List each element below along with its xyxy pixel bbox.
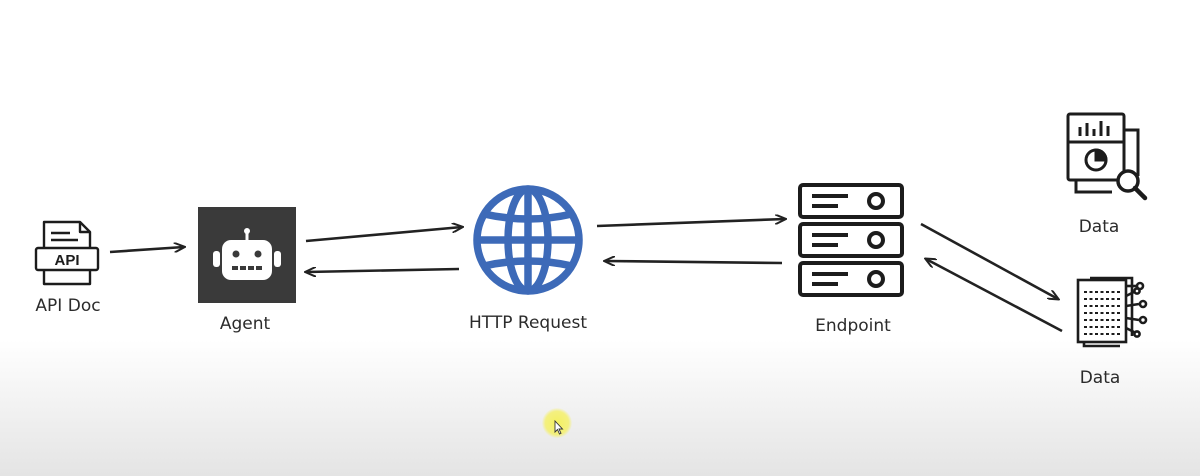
data-table-label: Data — [1079, 368, 1121, 388]
robot-icon — [198, 207, 296, 303]
arrow-http-to-agent — [306, 269, 460, 272]
mouse-cursor-highlight — [542, 408, 572, 438]
endpoint-label: Endpoint — [815, 316, 891, 336]
data-table-document-icon — [1076, 276, 1148, 348]
arrow-endpoint-to-http — [605, 261, 783, 263]
globe-icon — [473, 185, 583, 295]
arrow-http-to-endpoint — [596, 219, 785, 228]
pointer-icon — [554, 419, 564, 435]
server-icon — [798, 183, 904, 297]
api-doc-label: API Doc — [35, 296, 101, 316]
data-analytics-label: Data — [1078, 217, 1120, 237]
api-badge: API — [54, 252, 79, 269]
api-document-icon: API — [34, 220, 100, 286]
http-request-label: HTTP Request — [469, 313, 587, 333]
arrow-apidoc-to-agent — [109, 247, 184, 254]
arrow-agent-to-http — [305, 227, 462, 243]
data-report-search-icon — [1066, 112, 1148, 201]
arrow-endpoint-to-data — [920, 222, 1058, 299]
arrow-data-to-endpoint — [926, 259, 1063, 333]
agent-label: Agent — [219, 314, 271, 334]
